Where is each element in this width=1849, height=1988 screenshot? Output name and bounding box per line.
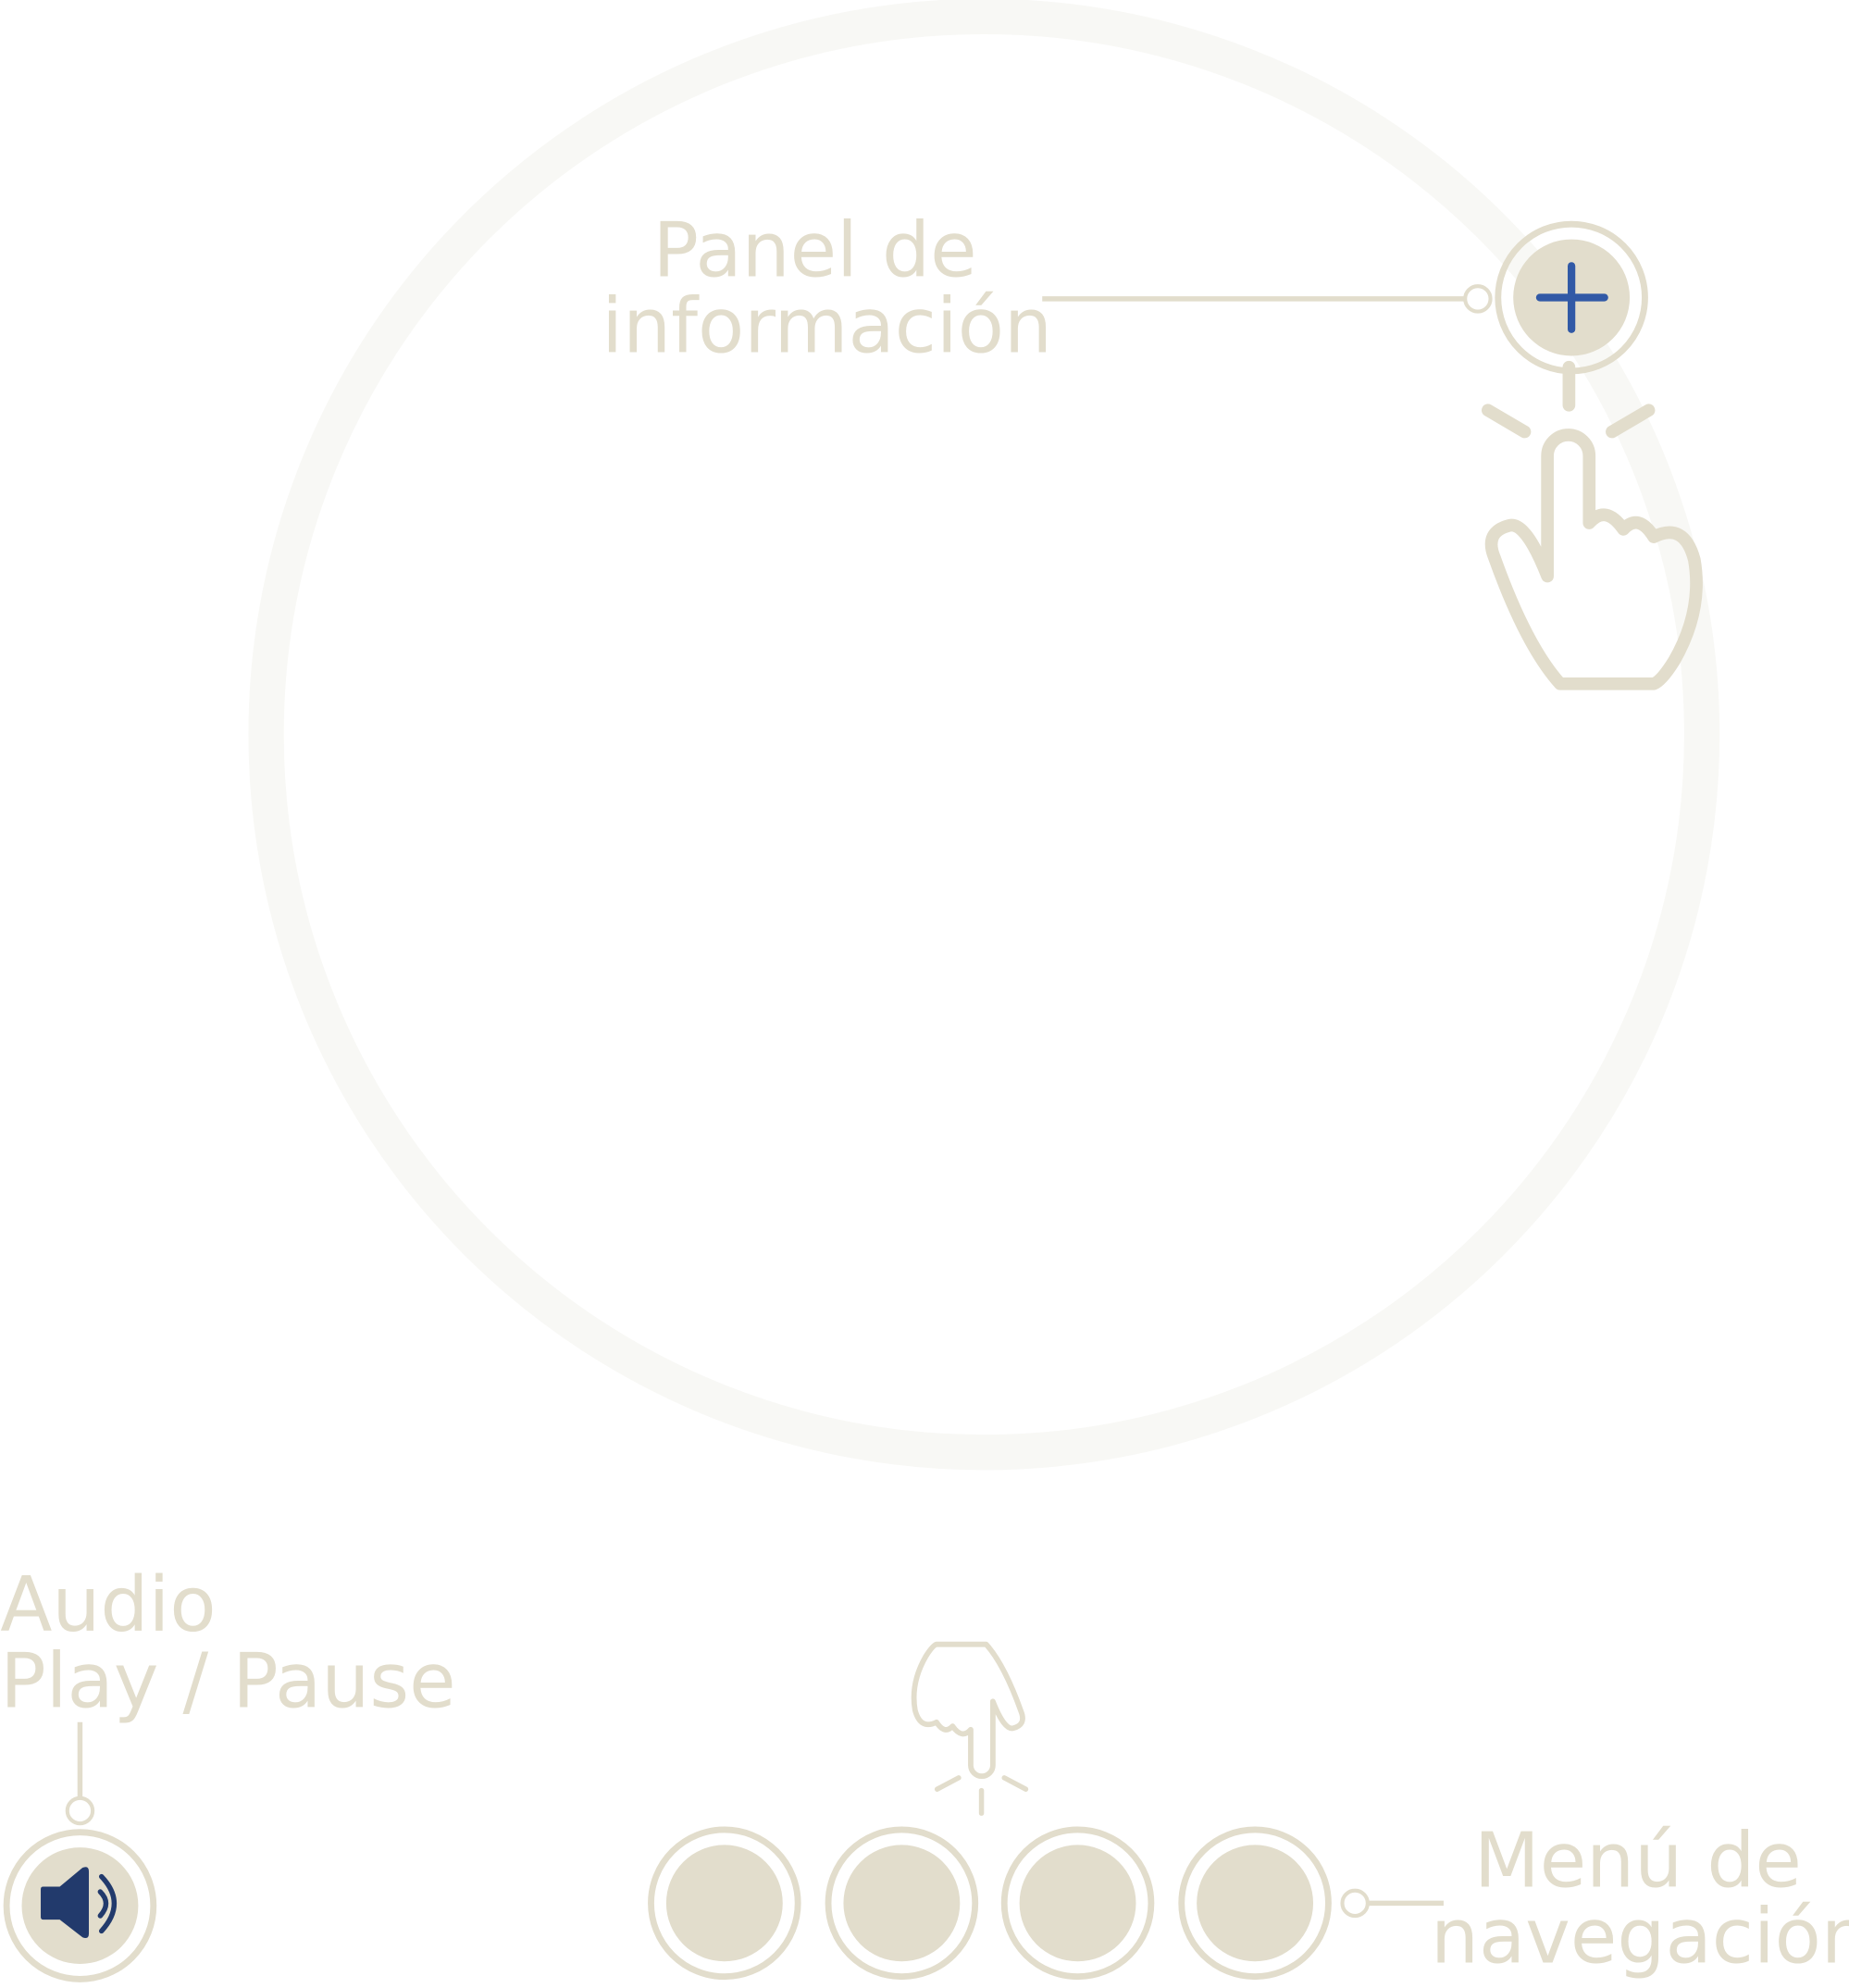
main-viewport-ring bbox=[248, 0, 1719, 1471]
nav-item-1[interactable] bbox=[648, 1826, 801, 1981]
nav-item-2[interactable] bbox=[825, 1826, 979, 1981]
audio-play-pause-button[interactable] bbox=[3, 1829, 157, 1982]
nav-menu-label-line1: Menú de bbox=[1474, 1818, 1802, 1906]
audio-label-line1: Audio bbox=[0, 1561, 216, 1649]
nav-menu-label-line2: navegación bbox=[1431, 1894, 1849, 1982]
nav-connector-dot bbox=[1340, 1888, 1370, 1919]
nav-item-4[interactable] bbox=[1178, 1826, 1332, 1981]
info-panel-label-line2: información bbox=[602, 282, 1052, 370]
audio-label-line2: Play / Pause bbox=[0, 1637, 455, 1725]
audio-connector-dot bbox=[65, 1795, 95, 1826]
nav-menu-label: Menú de navegación bbox=[1431, 1818, 1849, 1982]
info-panel-label-line1: Panel de bbox=[653, 206, 977, 294]
audio-label: Audio Play / Pause bbox=[0, 1561, 455, 1725]
tap-hand-icon bbox=[1481, 360, 1703, 690]
tap-hand-small-icon bbox=[911, 1641, 1029, 1816]
info-connector-dot bbox=[1463, 284, 1493, 314]
info-panel-label: Panel de información bbox=[602, 206, 1052, 370]
info-panel-button[interactable] bbox=[1495, 220, 1648, 375]
plus-icon bbox=[1535, 262, 1608, 333]
speaker-icon bbox=[41, 1867, 117, 1939]
nav-item-3[interactable] bbox=[1000, 1826, 1155, 1981]
